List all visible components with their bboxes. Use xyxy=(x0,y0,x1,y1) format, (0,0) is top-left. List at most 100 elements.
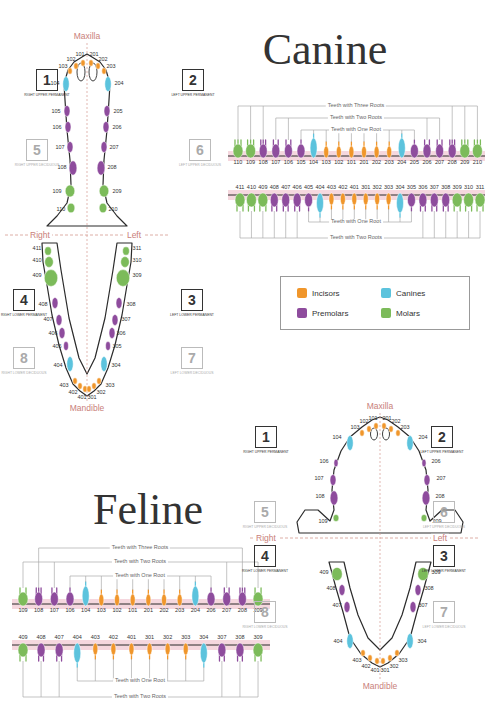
tooth-number: 411 xyxy=(236,185,245,191)
tooth-number: 311 xyxy=(476,185,485,191)
tooth xyxy=(419,193,427,207)
tooth-number: 407 xyxy=(281,185,290,191)
tooth-number: 205 xyxy=(113,109,122,115)
tooth xyxy=(64,342,69,351)
bracket-line xyxy=(400,217,401,222)
tooth xyxy=(422,491,430,505)
tooth xyxy=(99,594,104,606)
tooth xyxy=(116,298,122,309)
quadrant-caption: LEFT UPPER DECIDUOUS xyxy=(176,163,224,167)
tooth xyxy=(68,68,72,74)
tooth xyxy=(236,643,244,657)
tooth-number: 408 xyxy=(36,635,45,641)
tooth-number: 207 xyxy=(222,608,231,614)
tooth xyxy=(375,658,379,664)
dashed-midline xyxy=(380,413,381,679)
bracket-line xyxy=(101,576,102,590)
tooth-number: 404 xyxy=(53,363,62,369)
tooth xyxy=(293,193,301,207)
tooth xyxy=(360,430,364,436)
tooth xyxy=(259,144,267,158)
bracket-line xyxy=(258,562,259,588)
legend-box: IncisorsCaninesPremolarsMolars xyxy=(280,276,470,330)
bracket-line xyxy=(297,211,298,238)
tooth-number: 306 xyxy=(418,185,427,191)
tooth-number: 303 xyxy=(181,635,190,641)
tooth-number: 303 xyxy=(105,383,114,389)
quadrant-box: 3LEFT LOWER PERMANENT xyxy=(168,289,216,317)
tooth xyxy=(472,144,482,158)
tooth-number: 204 xyxy=(114,81,123,87)
tooth-number: 301 xyxy=(87,395,96,401)
tooth xyxy=(59,328,65,339)
tooth xyxy=(382,423,386,429)
quadrant-box: 1RIGHT UPPER PERMANENT xyxy=(242,426,290,454)
tooth xyxy=(93,643,98,655)
tooth-number: 404 xyxy=(73,635,82,641)
root-bracket-label: Teeth with Two Roots xyxy=(328,235,384,241)
tooth xyxy=(424,475,430,486)
bracket-line xyxy=(326,130,327,142)
tooth-number: 210 xyxy=(473,160,482,166)
bracket-line xyxy=(288,118,289,140)
gum-line xyxy=(228,156,485,157)
root-bracket-label: Teeth with Three Roots xyxy=(326,103,386,109)
tooth xyxy=(389,426,393,432)
tooth-number: 106 xyxy=(319,459,328,465)
quadrant-caption: RIGHT UPPER PERMANENT xyxy=(23,93,71,97)
tooth-number: 203 xyxy=(175,608,184,614)
tooth xyxy=(317,193,324,213)
tooth-number: 102 xyxy=(334,160,343,166)
legend-text: Canines xyxy=(396,289,425,298)
tooth xyxy=(246,144,256,158)
tooth xyxy=(407,436,413,451)
tooth-number: 101 xyxy=(347,160,356,166)
quadrant-caption: RIGHT LOWER DECIDUOUS xyxy=(0,371,48,375)
tooth xyxy=(361,650,365,656)
bracket-line xyxy=(445,211,446,238)
tooth-number: 411 xyxy=(33,246,42,252)
legend-item: Incisors xyxy=(297,288,340,298)
quadrant-number: 1 xyxy=(255,426,277,448)
tooth-number: 209 xyxy=(112,189,121,195)
tooth-number: 208 xyxy=(107,165,116,171)
jaw-label: Maxilla xyxy=(367,402,393,411)
side-label: Right xyxy=(28,231,52,240)
tooth xyxy=(146,594,151,606)
bracket-line xyxy=(388,209,389,222)
tooth xyxy=(109,328,115,339)
legend-text: Premolars xyxy=(312,309,348,318)
tooth xyxy=(310,138,317,158)
bracket-line xyxy=(38,548,39,588)
tooth xyxy=(340,193,345,205)
tooth-number: 308 xyxy=(126,302,135,308)
tooth-number: 203 xyxy=(385,160,394,166)
jaw-label: Maxilla xyxy=(74,32,100,41)
legend-swatch xyxy=(297,288,307,298)
tooth-number: 105 xyxy=(51,109,60,115)
tooth-number: 201 xyxy=(359,160,368,166)
bracket-line xyxy=(401,130,402,134)
quadrant-number: 7 xyxy=(433,601,455,623)
tooth-number: 301 xyxy=(145,635,154,641)
tooth xyxy=(258,193,268,207)
tooth-number: 407 xyxy=(332,603,341,609)
tooth xyxy=(56,315,62,326)
tooth xyxy=(352,193,357,205)
tooth xyxy=(475,193,485,207)
bracket-line xyxy=(274,211,275,238)
tooth xyxy=(368,655,372,661)
tooth-number: 205 xyxy=(410,160,419,166)
tooth xyxy=(305,193,313,207)
root-bracket-label: Teeth with One Root xyxy=(113,573,167,579)
bracket-line xyxy=(427,118,428,140)
bracket-line xyxy=(242,548,243,588)
bracket-line xyxy=(285,211,286,238)
bracket-line xyxy=(434,211,435,238)
tooth xyxy=(121,257,130,268)
tooth-number: 103 xyxy=(58,64,67,70)
gum-line xyxy=(12,604,270,605)
quadrant-box: 8RIGHT LOWER DECIDUOUS xyxy=(0,347,48,375)
tooth-number: 101 xyxy=(128,608,137,614)
tooth-number: 102 xyxy=(66,57,75,63)
